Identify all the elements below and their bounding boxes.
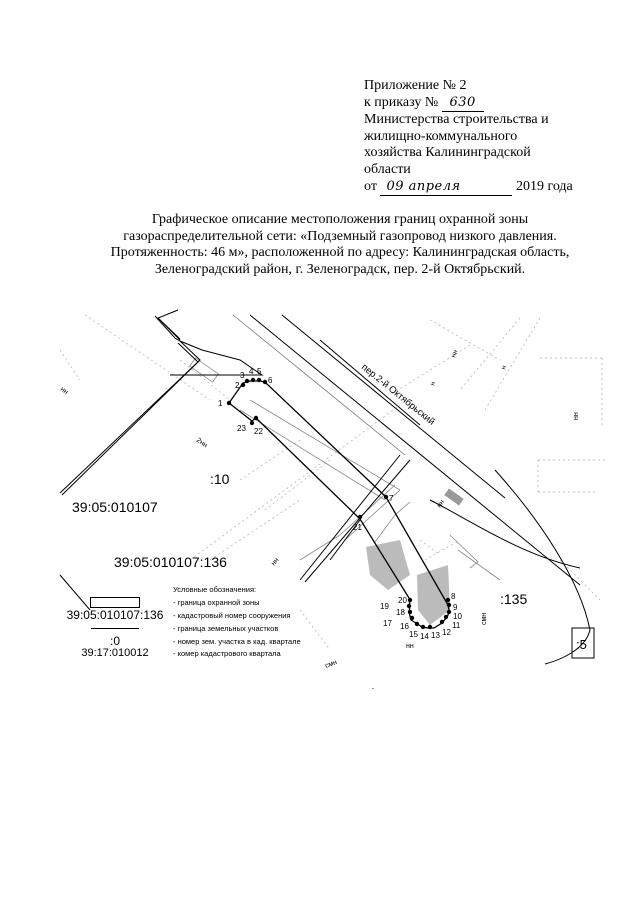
svg-text:нн: нн	[573, 412, 580, 420]
ministry-line-2: жилищно-коммунального	[364, 128, 518, 144]
parcel-10-boundary	[59, 309, 591, 665]
svg-text:н: н	[500, 365, 508, 371]
legend-item-protection-zone: - граница охранной зоны	[60, 596, 360, 609]
svg-text:14: 14	[420, 632, 429, 641]
date-handwritten: 09 апреля	[380, 179, 513, 197]
svg-text:нн: нн	[59, 386, 69, 396]
svg-text:12: 12	[442, 628, 451, 637]
legend-heading: Условные обозначения:	[173, 585, 257, 594]
legend-item-land-boundary: - граница земельных участков	[60, 622, 360, 635]
svg-text:19: 19	[380, 602, 389, 611]
svg-text:18: 18	[396, 608, 405, 617]
appendix-header: Приложение № 2 к приказу № 630 Министерс…	[364, 78, 624, 197]
svg-text:смн: смн	[324, 659, 338, 670]
scan-speck	[372, 688, 374, 689]
legend-symbol-line	[60, 622, 170, 635]
legend-item-parcel-number: :0 - номер зем. участка в кад. квартале	[109, 634, 301, 648]
svg-text:8: 8	[451, 592, 456, 601]
street-label: пер.2-й Октябрьский	[359, 362, 437, 428]
svg-text:н: н	[429, 381, 437, 387]
boundary-point-markers	[226, 377, 452, 630]
structure-number-label: 39:05:010107:136	[114, 554, 227, 570]
svg-text:3: 3	[240, 371, 245, 380]
document-title: Графическое описание местоположения гран…	[110, 212, 570, 277]
fence-line	[232, 314, 406, 456]
ministry-line-4: области	[364, 161, 411, 177]
ministry-line-1: Министерства строительства и	[364, 112, 549, 128]
legend-item-cadastral-block: 39:17:010012 - комер кадастрового кварта…	[81, 647, 281, 659]
svg-text:5: 5	[257, 367, 262, 376]
svg-text:11: 11	[452, 621, 461, 630]
ministry-line-3: хозяйства Калининградской	[364, 145, 531, 161]
svg-text:2нн: 2нн	[195, 437, 209, 449]
svg-text:9: 9	[453, 603, 458, 612]
legend-symbol-zone-box	[60, 596, 170, 611]
svg-text:17: 17	[383, 619, 392, 628]
order-number-handwritten: 630	[441, 95, 484, 113]
cadastral-block-label: 39:05:010107	[72, 499, 158, 515]
svg-text:16: 16	[400, 622, 409, 631]
svg-text:23: 23	[237, 424, 246, 433]
svg-text:15: 15	[409, 630, 418, 639]
svg-text:21: 21	[353, 523, 362, 532]
building-outlines	[189, 357, 501, 581]
svg-text:13: 13	[431, 631, 440, 640]
svg-text:6: 6	[268, 376, 273, 385]
svg-text:нн: нн	[406, 643, 414, 650]
parcel-label-5: :5	[576, 637, 587, 652]
protection-zone-boundary	[228, 380, 450, 629]
parcel-label-135: :135	[500, 591, 527, 607]
legend-item-structure-number: 39:05:010107:136 - кадастровый номер соо…	[66, 608, 291, 622]
svg-text:нн: нн	[270, 557, 280, 568]
svg-text:нн: нн	[450, 349, 459, 359]
svg-text:10: 10	[453, 612, 462, 621]
svg-text:смн: смн	[481, 613, 488, 625]
svg-text:20: 20	[398, 596, 407, 605]
order-reference: к приказу № 630	[364, 95, 624, 113]
svg-text:4: 4	[249, 367, 254, 376]
order-date: от 09 апреля 2019 года	[364, 179, 624, 197]
svg-text:нн: нн	[436, 499, 446, 509]
svg-text:2: 2	[235, 381, 240, 390]
land-parcel-boundaries	[59, 314, 605, 651]
parcel-5-box	[571, 627, 595, 659]
svg-text:7: 7	[389, 494, 394, 503]
parcel-label-10: :10	[210, 471, 230, 487]
svg-text:1: 1	[218, 399, 223, 408]
svg-text:22: 22	[254, 427, 263, 436]
appendix-number: Приложение № 2	[364, 78, 467, 93]
street-lines	[154, 314, 581, 586]
